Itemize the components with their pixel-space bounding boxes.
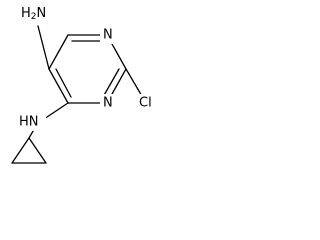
- structure-diagram: H2N N N Cl HN: [11, 3, 161, 164]
- pyrimidine-ring: [48, 34, 127, 104]
- cyclopropylamine-label: HN: [19, 115, 39, 130]
- atom-label-backgrounds: [18, 3, 161, 131]
- atom-labels: H2N N N Cl HN: [19, 6, 152, 130]
- bond-c4-nh: [43, 102, 69, 120]
- cyclopropyl-ring: [11, 137, 47, 164]
- bond-c4-c5: [48, 68, 69, 104]
- bond-cp-top-left: [11, 137, 30, 164]
- double-bond-c2-n3: [102, 68, 120, 98]
- ring-nitrogen-bottom-label: N: [103, 96, 113, 111]
- bond-c5-c6: [48, 34, 69, 70]
- amine-label: H2N: [21, 6, 46, 22]
- double-bond-c4-c5: [55, 68, 72, 98]
- ring-nitrogen-top-label: N: [103, 28, 113, 43]
- bond-cp-top-right: [28, 137, 47, 164]
- substituent-bonds: [28, 25, 147, 139]
- chloro-label: Cl: [139, 96, 152, 111]
- bond-c5-nh2: [37, 25, 50, 70]
